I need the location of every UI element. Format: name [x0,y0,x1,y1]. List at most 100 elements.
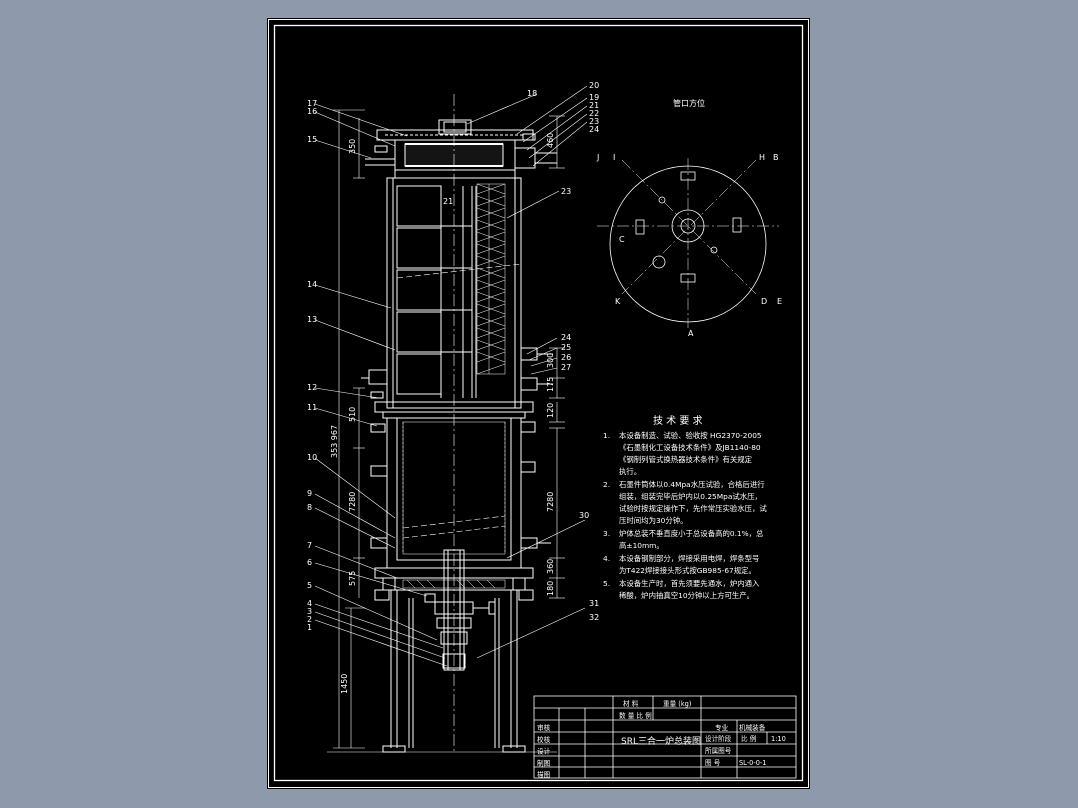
dimension-value: 510 [348,407,357,422]
leader-lines-left [314,103,448,667]
orientation-label: B [773,153,779,162]
tech-req-number: 2. [603,480,610,489]
scale-label: 比 例 [741,734,757,743]
drawing-no-label: 图 号 [705,759,721,767]
title-block-role: 设计 [537,747,551,756]
tech-req-line: 本设备制造、试验、验收按 HG2370-2005 [619,431,762,440]
part-number: 18 [527,89,537,98]
tech-req-line: 为T422焊接接头形式按GB985-67规定。 [619,566,756,575]
tech-req-line: 组装，组装完毕后炉内以0.25Mpa试水压， [619,492,762,501]
tech-req-line: 石墨件筒体以0.4Mpa水压试验，合格后进行 [619,480,765,489]
tech-req-number: 1. [603,431,610,440]
furnace-elevation [314,85,588,753]
part-number: 4 [307,599,312,608]
tech-req-line: 稀酸，炉内抽真空10分钟以上方可生产。 [619,591,754,600]
part-number: 25 [561,343,571,352]
part-number: 12 [307,383,317,392]
tech-req-number: 3. [603,529,610,538]
part-number: 21 [589,101,599,110]
part-number-labels: 1716151820192122232423211413121110987654… [307,81,599,632]
dimension-value: 360 [546,559,555,574]
part-number: 31 [589,599,599,608]
orientation-label: K [615,297,621,306]
orientation-label: D [761,297,767,306]
part-number: 8 [307,503,312,512]
part-number: 23 [589,117,599,126]
part-number: 23 [561,187,571,196]
dimension-value: 175 [546,377,555,392]
part-number: 9 [307,489,312,498]
part-number: 17 [307,99,317,108]
burner-assembly [424,549,496,671]
part-number: 32 [589,613,599,622]
top-view-circle-diagram [597,158,779,328]
profession-value: 机械装备 [739,723,766,732]
drawing-name: SRL三合一炉总装图 [621,735,701,747]
part-number: 1 [307,623,312,632]
graphite-blocks [396,185,472,398]
part-number: 26 [561,353,571,362]
tech-req-line: 本设备生产时，首先须要先通水，炉内通入 [619,579,760,588]
part-number: 20 [589,81,599,90]
tech-req-line: 高±10mm。 [619,541,664,550]
dimension-value: 1450 [340,674,349,694]
leader-lines-right [466,85,588,659]
part-number: 21 [443,197,453,206]
inner-border [273,24,804,782]
dimension-value: 7280 [546,492,555,512]
part-number: 15 [307,135,317,144]
part-number: 24 [561,333,571,342]
tech-req-line: 本设备钢制部分，焊接采用电焊，焊条型号 [619,554,759,563]
dimension-value: 353 967 [330,425,339,458]
part-number: 19 [589,93,599,102]
dimension-value: 180 [546,581,555,596]
part-number: 16 [307,107,317,116]
part-number: 27 [561,363,571,372]
title-block-role: 描图 [537,770,551,779]
part-number: 14 [307,280,317,289]
part-number: 6 [307,558,312,567]
scale-value: 1:10 [771,735,786,743]
top-view-title: 管口方位 [673,98,705,108]
dimension-value: 575 [348,571,357,586]
dimension-value: 350 [348,139,357,154]
part-number: 3 [307,607,312,616]
part-number: 13 [307,315,317,324]
cad-drawing [268,19,809,788]
top-nozzle [438,119,472,135]
dimension-lines [333,109,565,749]
orientation-label: H [759,153,765,162]
tech-requirements: 1. 本设备制造、试验、验收按 HG2370-2005 《石墨制化工设备技术条件》及… [603,431,767,600]
part-number: 11 [307,403,317,412]
tech-req-title: 技 术 要 求 [653,414,703,427]
title-block-role: 校核 [537,735,551,744]
orientation-label: A [688,329,694,338]
weight-label: 重量 (kg) [663,700,691,708]
title-block-role: 制图 [537,758,551,767]
title-block [533,695,797,779]
orientation-label: I [613,153,615,162]
dimension-value: 120 [546,403,555,418]
dimension-value: 300 [546,353,555,368]
part-number: 22 [589,109,599,118]
tech-req-line: 炉体总装不垂直度小于总设备高的0.1%，总 [619,529,764,538]
part-number: 5 [307,581,312,590]
tech-req-line: 《石墨制化工设备技术条件》及JB1140-80 [619,443,761,452]
tech-req-line: 试验时按规定操作下，先作常压实验水压，试 [619,504,767,513]
scale-col-label: 数 量 比 例 [619,711,652,720]
tech-req-number: 5. [603,579,610,588]
tech-req-number: 4. [603,554,610,563]
upper-shell [386,177,522,409]
tech-req-line: 压时间均为30分钟。 [619,516,688,525]
dimension-value: 7280 [348,492,357,512]
project-label: 所属图号 [705,746,732,755]
design-stage-label: 设计阶段 [705,734,732,743]
material-label: 材 料 [623,699,639,708]
orientation-label: J [596,153,599,162]
support-legs [374,589,534,753]
